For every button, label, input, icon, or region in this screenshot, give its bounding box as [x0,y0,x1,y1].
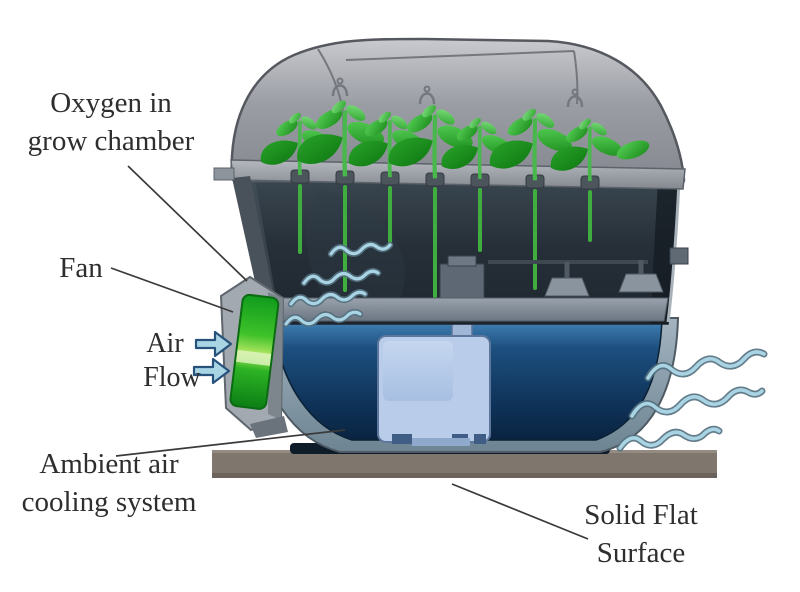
leader-lines [110,165,589,540]
label-fan: Fan [59,252,103,284]
fan [229,293,280,410]
leader-ambient [115,429,346,457]
leader-oxygen [127,165,248,282]
label-ambient-line1: Ambient air [39,448,179,480]
label-flow: Flow [143,362,201,393]
solid-flat-surface [212,450,717,478]
exhaust-air-squiggles [616,348,768,452]
label-oxygen-line2: grow chamber [27,125,195,158]
label-oxygen-line1: Oxygen in [50,87,172,119]
label-air: Air [146,328,184,359]
label-surface-line2: Surface [596,537,686,570]
leader-fan [110,267,234,313]
sprayer-shelf [263,255,669,322]
label-ambient-line2: cooling system [21,486,197,519]
label-ambient: Ambient air cooling system [0,445,218,522]
leader-surface [451,483,589,540]
label-surface-line1: Solid Flat [584,499,698,531]
label-oxygen: Oxygen in grow chamber [6,84,216,161]
air-flow-arrows [192,330,233,385]
fan-module [213,167,288,438]
plants [258,98,650,183]
interior-air-squiggles [282,241,394,328]
label-surface: Solid Flat Surface [556,496,726,573]
